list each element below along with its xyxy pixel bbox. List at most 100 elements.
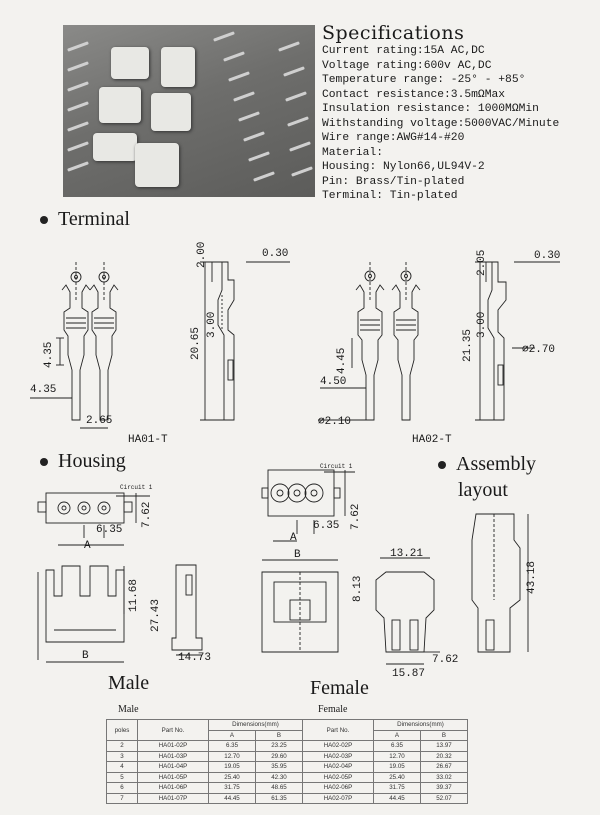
ha02-terminal-front (318, 262, 421, 421)
table-cell: 44.45 (208, 792, 256, 804)
table-cell: HA02-03P (301, 750, 374, 762)
table-cell: 25.40 (208, 771, 256, 783)
spec-line: Material: (322, 146, 384, 159)
table-cell: 29.60 (254, 750, 303, 762)
male-housing-top-view (37, 492, 150, 546)
table-female-label: Female (318, 704, 348, 715)
table-cell: 19.05 (372, 761, 421, 773)
table-cell: 3 (106, 750, 138, 762)
dimension-label: 20.65 (190, 326, 202, 360)
terminal-heading: Terminal (40, 208, 130, 231)
assembly-heading-line2: layout (458, 479, 508, 501)
dimension-label: 21.35 (462, 328, 474, 362)
table-cell: 6 (106, 782, 138, 794)
spec-line: Wire range:AWG#14-#20 (322, 132, 465, 144)
dimension-label: B (294, 549, 301, 561)
table-header: poles (106, 719, 138, 741)
table-header: Part No. (301, 719, 374, 741)
table-cell: 6.35 (372, 740, 421, 752)
ha02-terminal-caption: HA02-T (412, 434, 452, 446)
dimension-label: 43.18 (526, 560, 538, 594)
table-cell: HA02-06P (301, 782, 374, 794)
spec-line: Withstanding voltage:5000VAC/Minute (322, 117, 560, 130)
spec-line: Temperature range: -25° - +85° (322, 74, 526, 86)
female-label: Female (310, 677, 369, 699)
ha02-terminal-side (475, 261, 560, 421)
dimension-label: 7.62 (432, 654, 459, 666)
table-cell: HA02-04P (301, 761, 374, 773)
dimension-label: 2.00 (196, 241, 208, 268)
dimension-label: 4.35 (30, 384, 57, 396)
male-housing-side-view (37, 564, 203, 663)
table-cell: 44.45 (372, 792, 421, 804)
table-header: B (254, 729, 303, 741)
table-cell: 33.02 (419, 771, 469, 783)
table-cell: 13.97 (419, 740, 469, 752)
product-photo (63, 25, 315, 197)
dimension-label: 7.62 (350, 503, 362, 530)
dimension-label: 15.87 (392, 668, 426, 680)
table-header: A (372, 729, 421, 741)
table-cell: 19.05 (208, 761, 256, 773)
dimension-label: 2.65 (86, 415, 113, 427)
table-cell: 23.25 (254, 740, 303, 752)
ha01-terminal-side (200, 261, 290, 421)
dimension-label: 4.50 (320, 376, 347, 388)
circuit-label: Circuit 1 (120, 484, 153, 491)
table-header: B (419, 729, 469, 741)
spec-line: Voltage rating:600v AC,DC (322, 59, 492, 72)
female-housing-top-view (261, 469, 355, 542)
table-cell: 12.70 (208, 750, 256, 762)
spec-line: Housing: Nylon66,UL94V-2 (322, 161, 485, 173)
table-cell: HA01-04P (137, 761, 209, 773)
spec-line: Pin: Brass/Tin-plated (322, 175, 465, 188)
spec-line: Terminal: Tin-plated (322, 190, 458, 202)
table-cell: HA01-02P (137, 740, 209, 752)
spec-line: Current rating:15A AC,DC (322, 45, 485, 57)
table-cell: 12.70 (372, 750, 421, 762)
female-housing-side-view (261, 557, 440, 665)
assembly-heading: Assembly (438, 453, 536, 476)
table-cell: HA01-05P (137, 771, 209, 783)
bullet-icon (40, 458, 48, 467)
ha01-terminal-front (30, 262, 119, 429)
assembly-layout-drawing (471, 513, 529, 653)
table-cell: 2 (106, 740, 138, 752)
specifications-title: Specifications (322, 22, 465, 44)
table-cell: HA01-07P (137, 792, 209, 804)
male-label: Male (108, 672, 150, 694)
table-cell: HA01-03P (137, 750, 209, 762)
table-header: Part No. (137, 719, 209, 741)
dimension-label: 3.00 (476, 311, 488, 338)
spec-line: Insulation resistance: 1000MΩMin (322, 103, 539, 115)
table-cell: 20.32 (419, 750, 469, 762)
dimension-label: 2.05 (476, 249, 488, 276)
bullet-icon (438, 461, 446, 470)
table-cell: 6.35 (208, 740, 256, 752)
table-cell: 42.30 (254, 771, 303, 783)
table-cell: 39.37 (419, 782, 469, 794)
dimension-label: 4.35 (43, 341, 55, 368)
table-cell: 26.67 (419, 761, 469, 773)
table-cell: 61.35 (254, 792, 303, 804)
table-cell: 7 (106, 792, 138, 804)
dimension-label: ∅2.10 (318, 416, 352, 428)
table-cell: HA02-02P (301, 740, 374, 752)
table-header: A (208, 729, 256, 741)
table-cell: 48.65 (254, 782, 303, 794)
dimensions-table: poles Part No. Dimensions(mm) Part No. D… (106, 719, 469, 804)
dimension-label: B (82, 650, 89, 662)
dimension-label: 11.68 (128, 578, 140, 612)
table-cell: HA02-07P (301, 792, 374, 804)
dimension-label: 13.21 (390, 548, 424, 560)
specifications-list: Current rating:15A AC,DC Voltage rating:… (322, 45, 559, 205)
dimension-label: 27.43 (150, 598, 162, 632)
table-cell: 31.75 (372, 782, 421, 794)
table-cell: 52.07 (419, 792, 469, 804)
ha01-terminal-caption: HA01-T (128, 434, 168, 446)
